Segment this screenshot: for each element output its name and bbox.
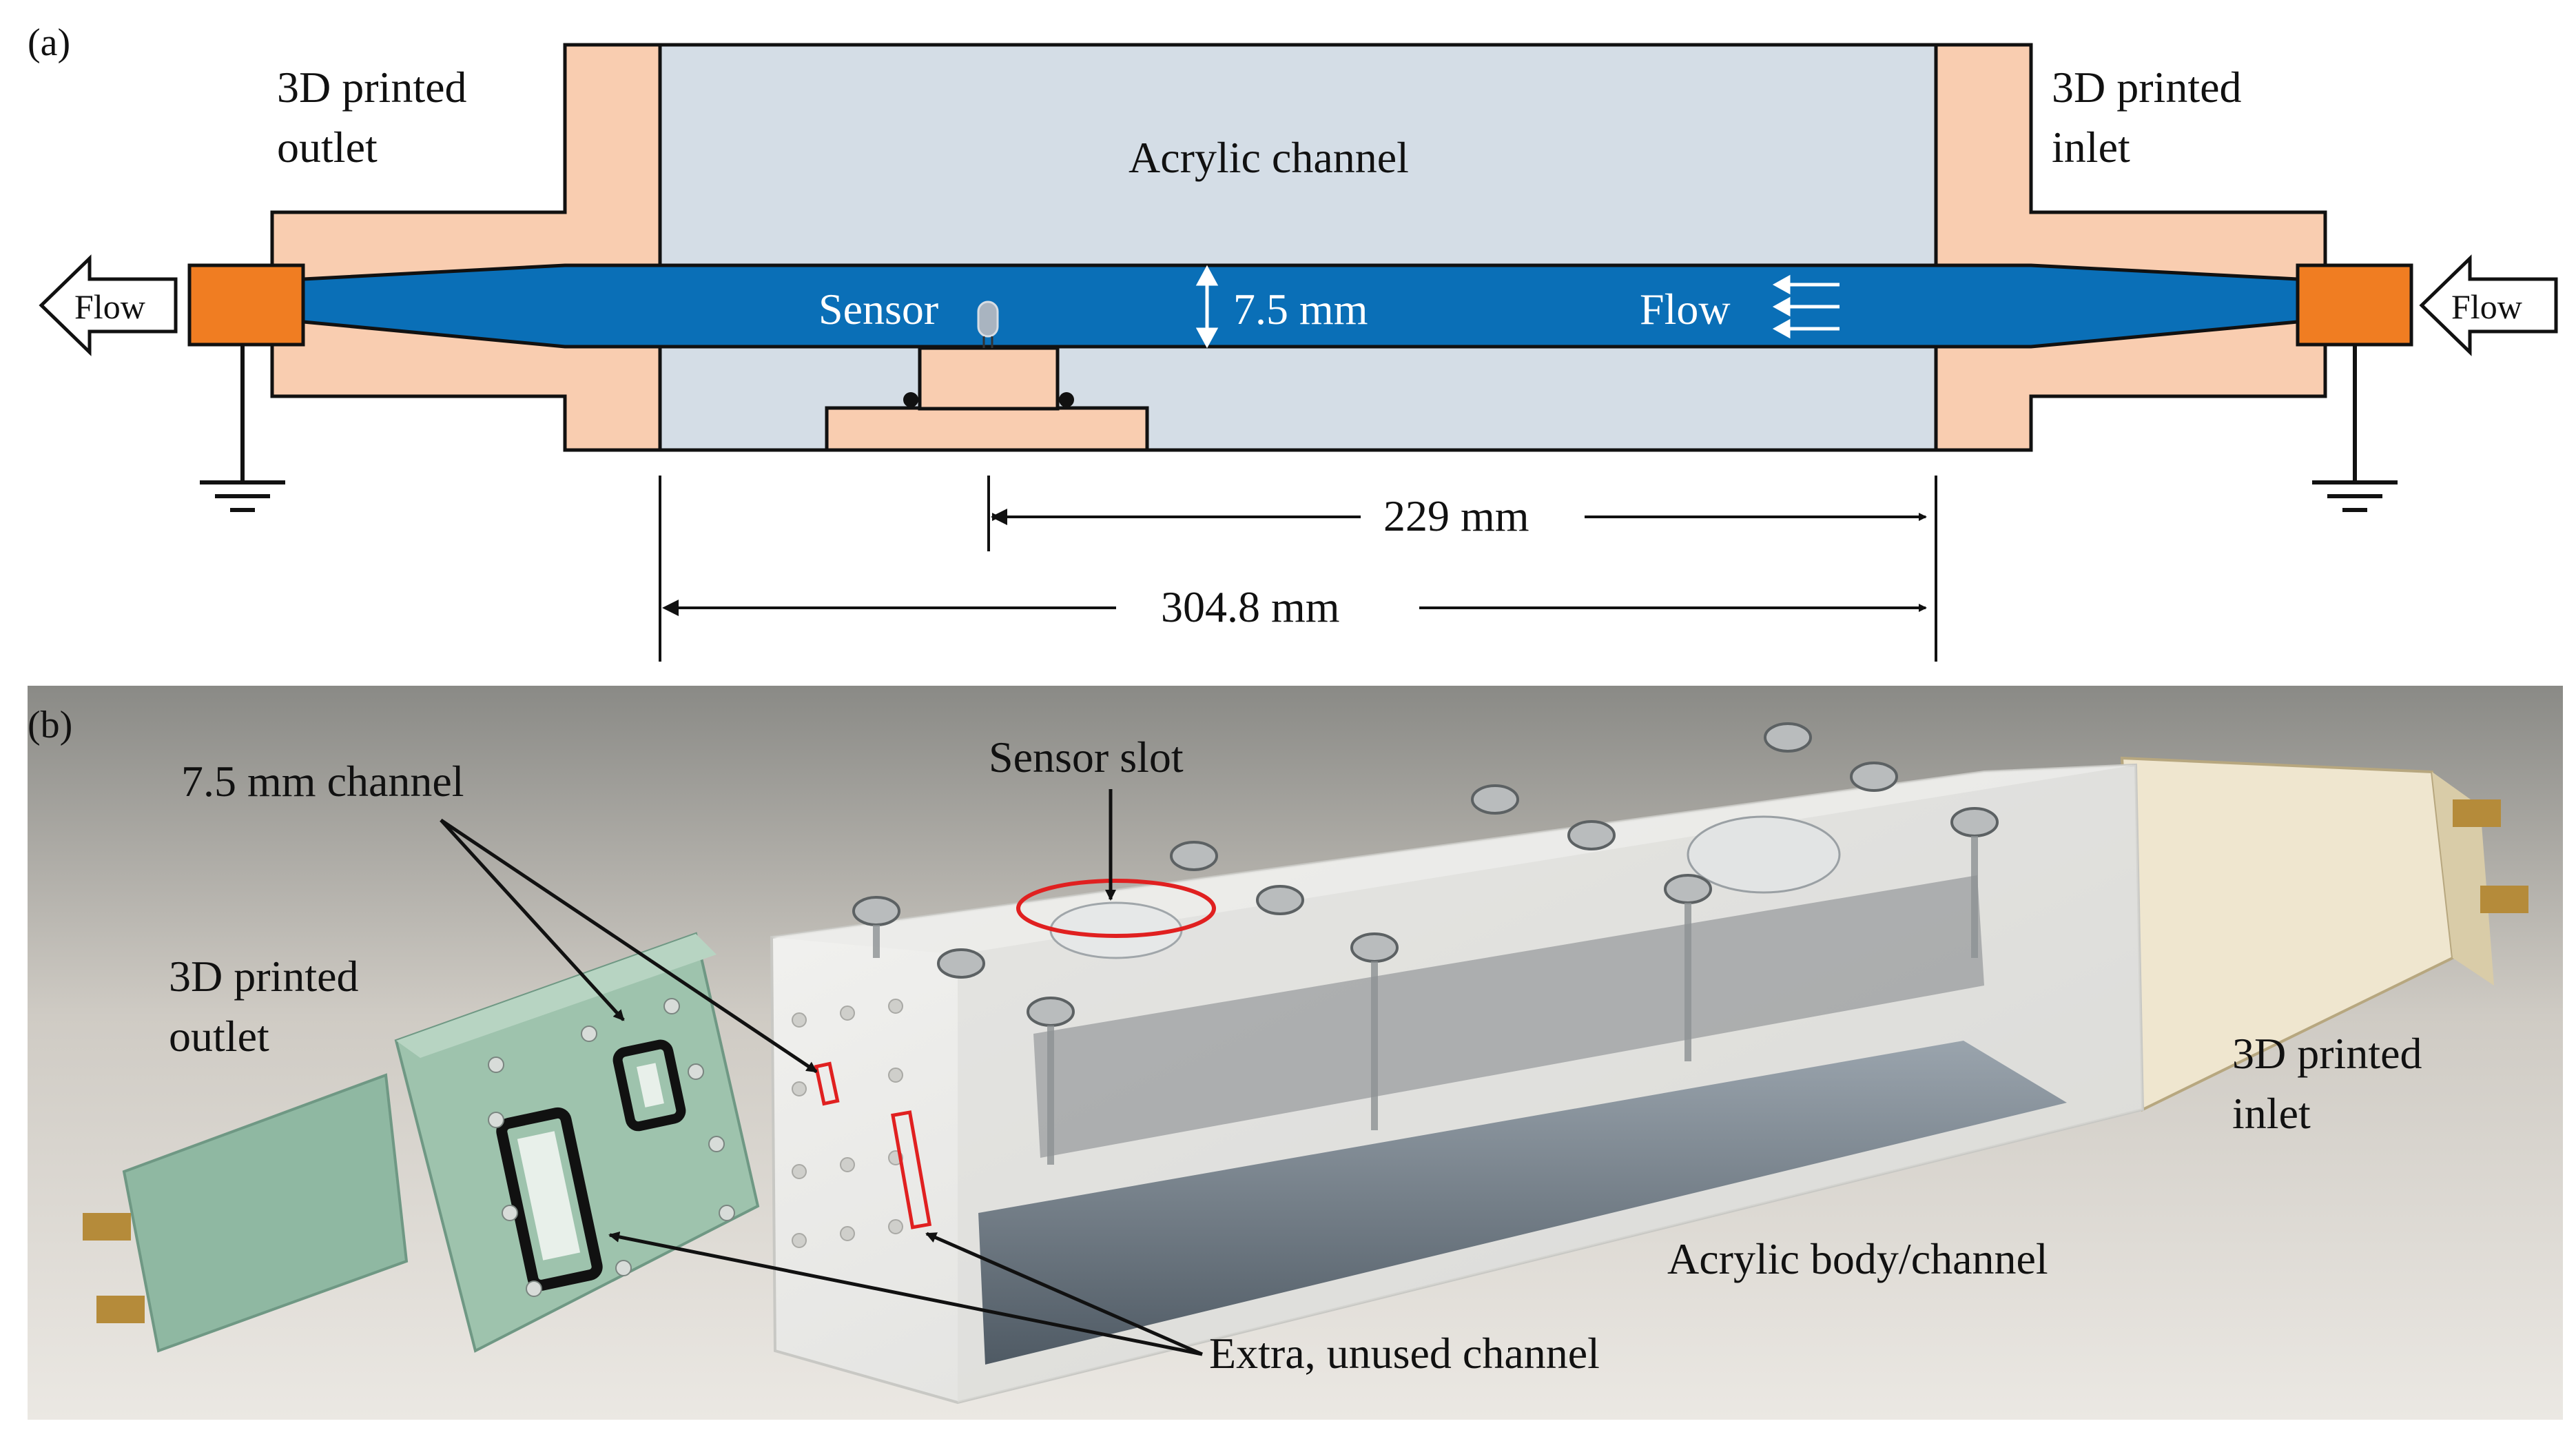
inlet-printed-part-photo [2120,756,2528,1112]
ground-left-icon [200,345,285,512]
acrylic-channel-label: Acrylic channel [1129,133,1409,182]
screw-shafts [873,836,1978,1165]
height-label: 7.5 mm [1233,285,1368,334]
outlet-label-line1: 3D printed [277,63,467,112]
channel-75-label: 7.5 mm channel [181,757,464,806]
acrylic-body-photo [770,763,2145,1405]
channel-75-arrow-a [440,819,625,1021]
extra-channel-highlight [891,1110,932,1229]
sensor-mount-base [825,406,1149,452]
inlet-photo-label-line2: inlet [2232,1089,2311,1138]
internal-flow-arrows-icon [1772,274,1840,339]
dimension-304-label: 304.8 mm [1161,582,1340,631]
inlet-label-line1: 3D printed [2052,63,2242,112]
dim-229-left-head [991,509,1007,525]
schematic-panel: (a) Flow Flow [28,21,2558,662]
flow-in-label: Flow [2451,287,2522,326]
dimension-extension-lines [659,476,1937,662]
acrylic-body-label: Acrylic body/channel [1667,1234,2048,1283]
sensor-slot-highlight [1016,879,1216,938]
outlet-photo-label-line1: 3D printed [169,952,359,1001]
o-ring-right [1059,392,1074,407]
outlet-label-line2: outlet [277,123,378,172]
outlet-photo-label-line2: outlet [169,1012,269,1061]
sensor-mount-plug [918,346,1060,411]
inlet-photo-label-line1: 3D printed [2232,1029,2422,1078]
inlet-fitting [2296,263,2413,347]
flow-out-label: Flow [74,287,145,326]
steel-strip [978,1041,2067,1365]
extra-channel-arrow-b [608,1231,1203,1356]
outlet-printed-part [270,43,662,452]
inlet-label-line2: inlet [2052,123,2130,172]
extra-channel-arrow-a [925,1232,1204,1356]
dim-304-left-head [662,600,679,616]
o-ring-left [903,392,918,407]
height-dimension-arrow [1195,265,1219,349]
flow-out-arrow-icon [39,254,178,356]
sensor-probe-icon [977,300,999,348]
flow-in-arrow-icon [2419,254,2558,356]
screw-heads [852,722,1999,1027]
small-channel-highlight [814,1061,840,1106]
sensor-slot-label: Sensor slot [989,733,1184,782]
sensor-label: Sensor [818,285,938,334]
outlet-fitting [187,263,305,347]
acrylic-channel-body [658,43,1938,452]
inlet-printed-part [1934,43,2327,452]
channel-75-arrow-b [440,818,818,1074]
panel-b-tag: (b) [28,704,72,746]
extra-channel-label: Extra, unused channel [1209,1329,1600,1378]
dimension-229-label: 229 mm [1383,491,1529,540]
ground-right-icon [2312,345,2398,512]
flow-inside-label: Flow [1640,285,1731,334]
panel-a-tag: (a) [28,21,70,64]
